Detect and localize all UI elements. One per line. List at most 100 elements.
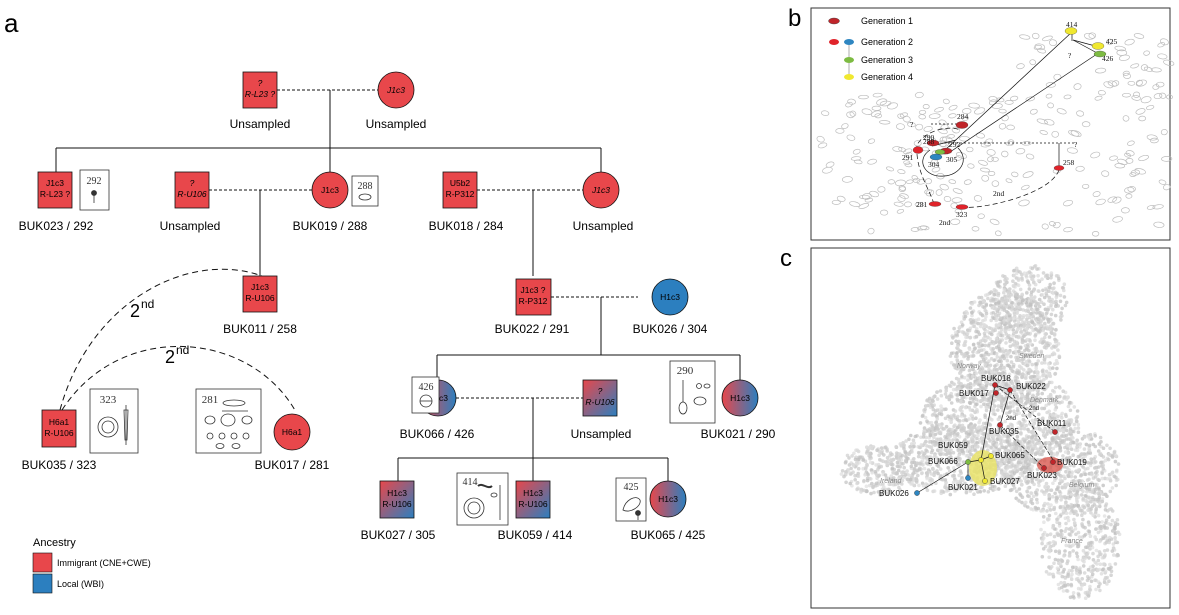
grave-outline bbox=[1152, 204, 1164, 210]
pca-reference-point bbox=[959, 482, 963, 487]
pca-reference-point bbox=[933, 432, 938, 437]
pca-reference-point bbox=[1023, 466, 1027, 470]
svg-text:BUK019 / 288: BUK019 / 288 bbox=[293, 219, 368, 233]
svg-text:U5b2: U5b2 bbox=[450, 178, 471, 188]
pca-reference-point bbox=[959, 320, 964, 325]
pca-reference-point bbox=[861, 458, 865, 462]
grave-outline bbox=[1097, 90, 1106, 96]
pca-reference-point bbox=[984, 370, 988, 375]
pca-reference-point bbox=[889, 461, 894, 465]
pca-reference-point bbox=[993, 412, 997, 417]
pca-reference-point bbox=[1037, 297, 1042, 302]
pca-reference-point bbox=[1010, 425, 1014, 429]
grave-outline bbox=[850, 156, 862, 161]
grave-outline bbox=[1076, 110, 1085, 117]
pca-reference-point bbox=[997, 379, 1001, 383]
pca-reference-point bbox=[1066, 574, 1070, 579]
pca-reference-point bbox=[1061, 589, 1066, 593]
pca-reference-point bbox=[1037, 289, 1041, 294]
pca-reference-point bbox=[1110, 518, 1115, 523]
pca-reference-point bbox=[968, 385, 973, 390]
pca-reference-point bbox=[956, 448, 960, 453]
svg-text:292: 292 bbox=[87, 176, 102, 187]
pca-reference-point bbox=[1070, 565, 1075, 570]
pca-reference-point bbox=[1007, 480, 1012, 484]
grave-outline bbox=[872, 92, 883, 98]
pca-reference-point bbox=[1053, 313, 1058, 318]
grave-outline bbox=[1133, 33, 1145, 39]
pca-reference-point bbox=[1033, 400, 1038, 405]
pca-reference-point bbox=[1109, 472, 1114, 476]
svg-text:BUK019: BUK019 bbox=[1057, 458, 1087, 467]
pca-reference-point bbox=[1033, 338, 1037, 343]
pca-reference-point bbox=[1055, 566, 1060, 570]
pca-reference-point bbox=[1004, 309, 1009, 314]
pca-reference-point bbox=[1038, 313, 1043, 318]
pca-reference-point bbox=[853, 478, 857, 482]
pca-reference-point bbox=[1035, 369, 1039, 374]
grave-outline bbox=[1122, 115, 1130, 122]
pca-reference-point bbox=[984, 381, 989, 385]
pca-reference-point bbox=[869, 445, 874, 450]
pca-reference-point bbox=[971, 399, 975, 404]
panel-b: Generation 1 Generation 2 Generation 3 G… bbox=[810, 7, 1175, 241]
pca-reference-point bbox=[1030, 266, 1035, 271]
grave-outline bbox=[1124, 152, 1132, 158]
pca-reference-point bbox=[1052, 534, 1057, 539]
pca-reference-point bbox=[975, 488, 979, 492]
pca-reference-point bbox=[997, 487, 1001, 491]
pca-reference-point bbox=[951, 466, 956, 470]
unsampled-mother-founder: J1c3 Unsampled bbox=[366, 71, 426, 131]
pca-reference-point bbox=[1060, 434, 1064, 438]
grave-outline bbox=[898, 147, 907, 153]
grave-outline bbox=[1007, 139, 1015, 146]
pca-reference-point bbox=[948, 432, 953, 436]
grave-outline bbox=[914, 202, 925, 207]
pca-reference-point bbox=[1054, 304, 1058, 309]
pca-reference-point bbox=[983, 413, 987, 418]
grave-outline bbox=[934, 106, 944, 113]
pca-reference-point bbox=[1053, 290, 1058, 295]
pca-reference-point bbox=[1047, 445, 1051, 449]
pca-reference-point bbox=[956, 414, 960, 419]
grave-outline bbox=[847, 98, 856, 105]
grave-outline bbox=[983, 141, 991, 146]
pca-reference-point bbox=[1113, 526, 1117, 531]
pca-reference-point bbox=[1013, 349, 1018, 354]
pca-reference-point bbox=[1022, 503, 1027, 508]
svg-text:2nd: 2nd bbox=[1029, 406, 1039, 412]
pca-reference-point bbox=[1044, 346, 1048, 350]
pca-reference-point bbox=[968, 318, 973, 322]
pca-reference-point bbox=[923, 451, 927, 456]
svg-text:Generation 2: Generation 2 bbox=[861, 37, 913, 47]
pca-reference-point bbox=[1004, 377, 1009, 381]
node-buk019: J1c3 BUK019 / 288 bbox=[293, 171, 368, 233]
pca-reference-point bbox=[1053, 413, 1058, 417]
pca-reference-point bbox=[948, 384, 953, 389]
pca-reference-point bbox=[881, 459, 885, 464]
grave-outline bbox=[912, 177, 921, 184]
pca-reference-point bbox=[1021, 444, 1025, 449]
pca-reference-point bbox=[1045, 509, 1049, 513]
pca-reference-point bbox=[1074, 419, 1079, 424]
grave-box-425: 425 bbox=[615, 477, 647, 522]
pca-reference-point bbox=[849, 466, 853, 471]
pca-reference-point bbox=[968, 396, 973, 401]
pca-reference-point bbox=[1036, 418, 1041, 422]
pca-reference-point bbox=[878, 457, 882, 462]
grave-outline bbox=[831, 199, 841, 205]
pca-reference-point bbox=[1108, 446, 1112, 451]
grave-outline bbox=[950, 218, 961, 225]
pca-reference-point bbox=[1052, 416, 1057, 421]
pca-reference-point bbox=[1064, 588, 1069, 593]
pca-reference-point bbox=[943, 483, 948, 488]
pca-reference-point bbox=[924, 461, 929, 465]
svg-text:BUK027: BUK027 bbox=[990, 477, 1020, 486]
pca-reference-point bbox=[924, 404, 928, 408]
grave-outline bbox=[974, 107, 986, 115]
pca-reference-point bbox=[1048, 282, 1052, 287]
pca-reference-point bbox=[1011, 432, 1015, 436]
pca-reference-point bbox=[1026, 505, 1030, 509]
pca-reference-point bbox=[1056, 348, 1060, 352]
pca-reference-point bbox=[946, 466, 950, 470]
